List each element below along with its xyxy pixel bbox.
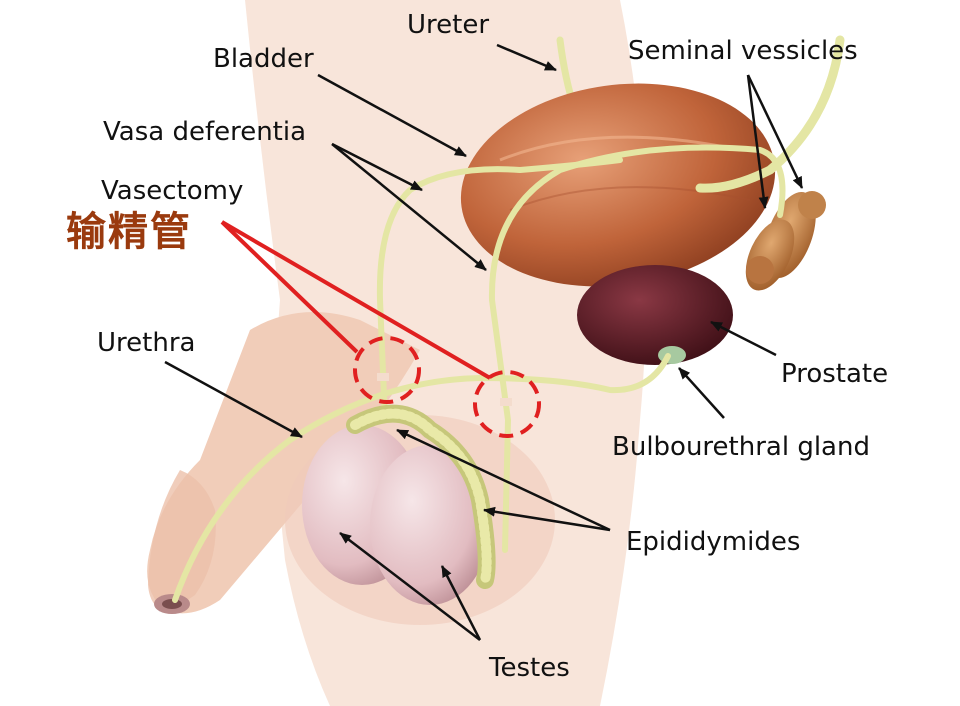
label-seminal-vesicles: Seminal vessicles (628, 36, 858, 66)
leader-arrows (164, 43, 804, 641)
vasectomy-cut-circle (220, 220, 541, 438)
label-epididymides: Epididymides (626, 527, 801, 557)
bladder-organ (460, 83, 776, 287)
prostate-organ (577, 265, 733, 365)
label-bladder: Bladder (213, 44, 314, 74)
label-prostate: Prostate (781, 359, 889, 389)
label-ureter: Ureter (407, 10, 490, 40)
label-testes: Testes (489, 653, 570, 683)
label-vasectomy-chinese: 输精管 (66, 209, 192, 255)
testis-right (370, 445, 490, 605)
label-urethra: Urethra (97, 328, 196, 358)
urethra-duct (172, 353, 671, 603)
label-vasa-deferentia: Vasa deferentia (103, 117, 307, 147)
label-vasectomy: Vasectomy (101, 176, 244, 206)
label-bulbourethral-gland: Bulbourethral gland (612, 432, 870, 462)
seminal-vesicles-organ (745, 191, 826, 291)
vas-deferens-right (488, 144, 786, 553)
